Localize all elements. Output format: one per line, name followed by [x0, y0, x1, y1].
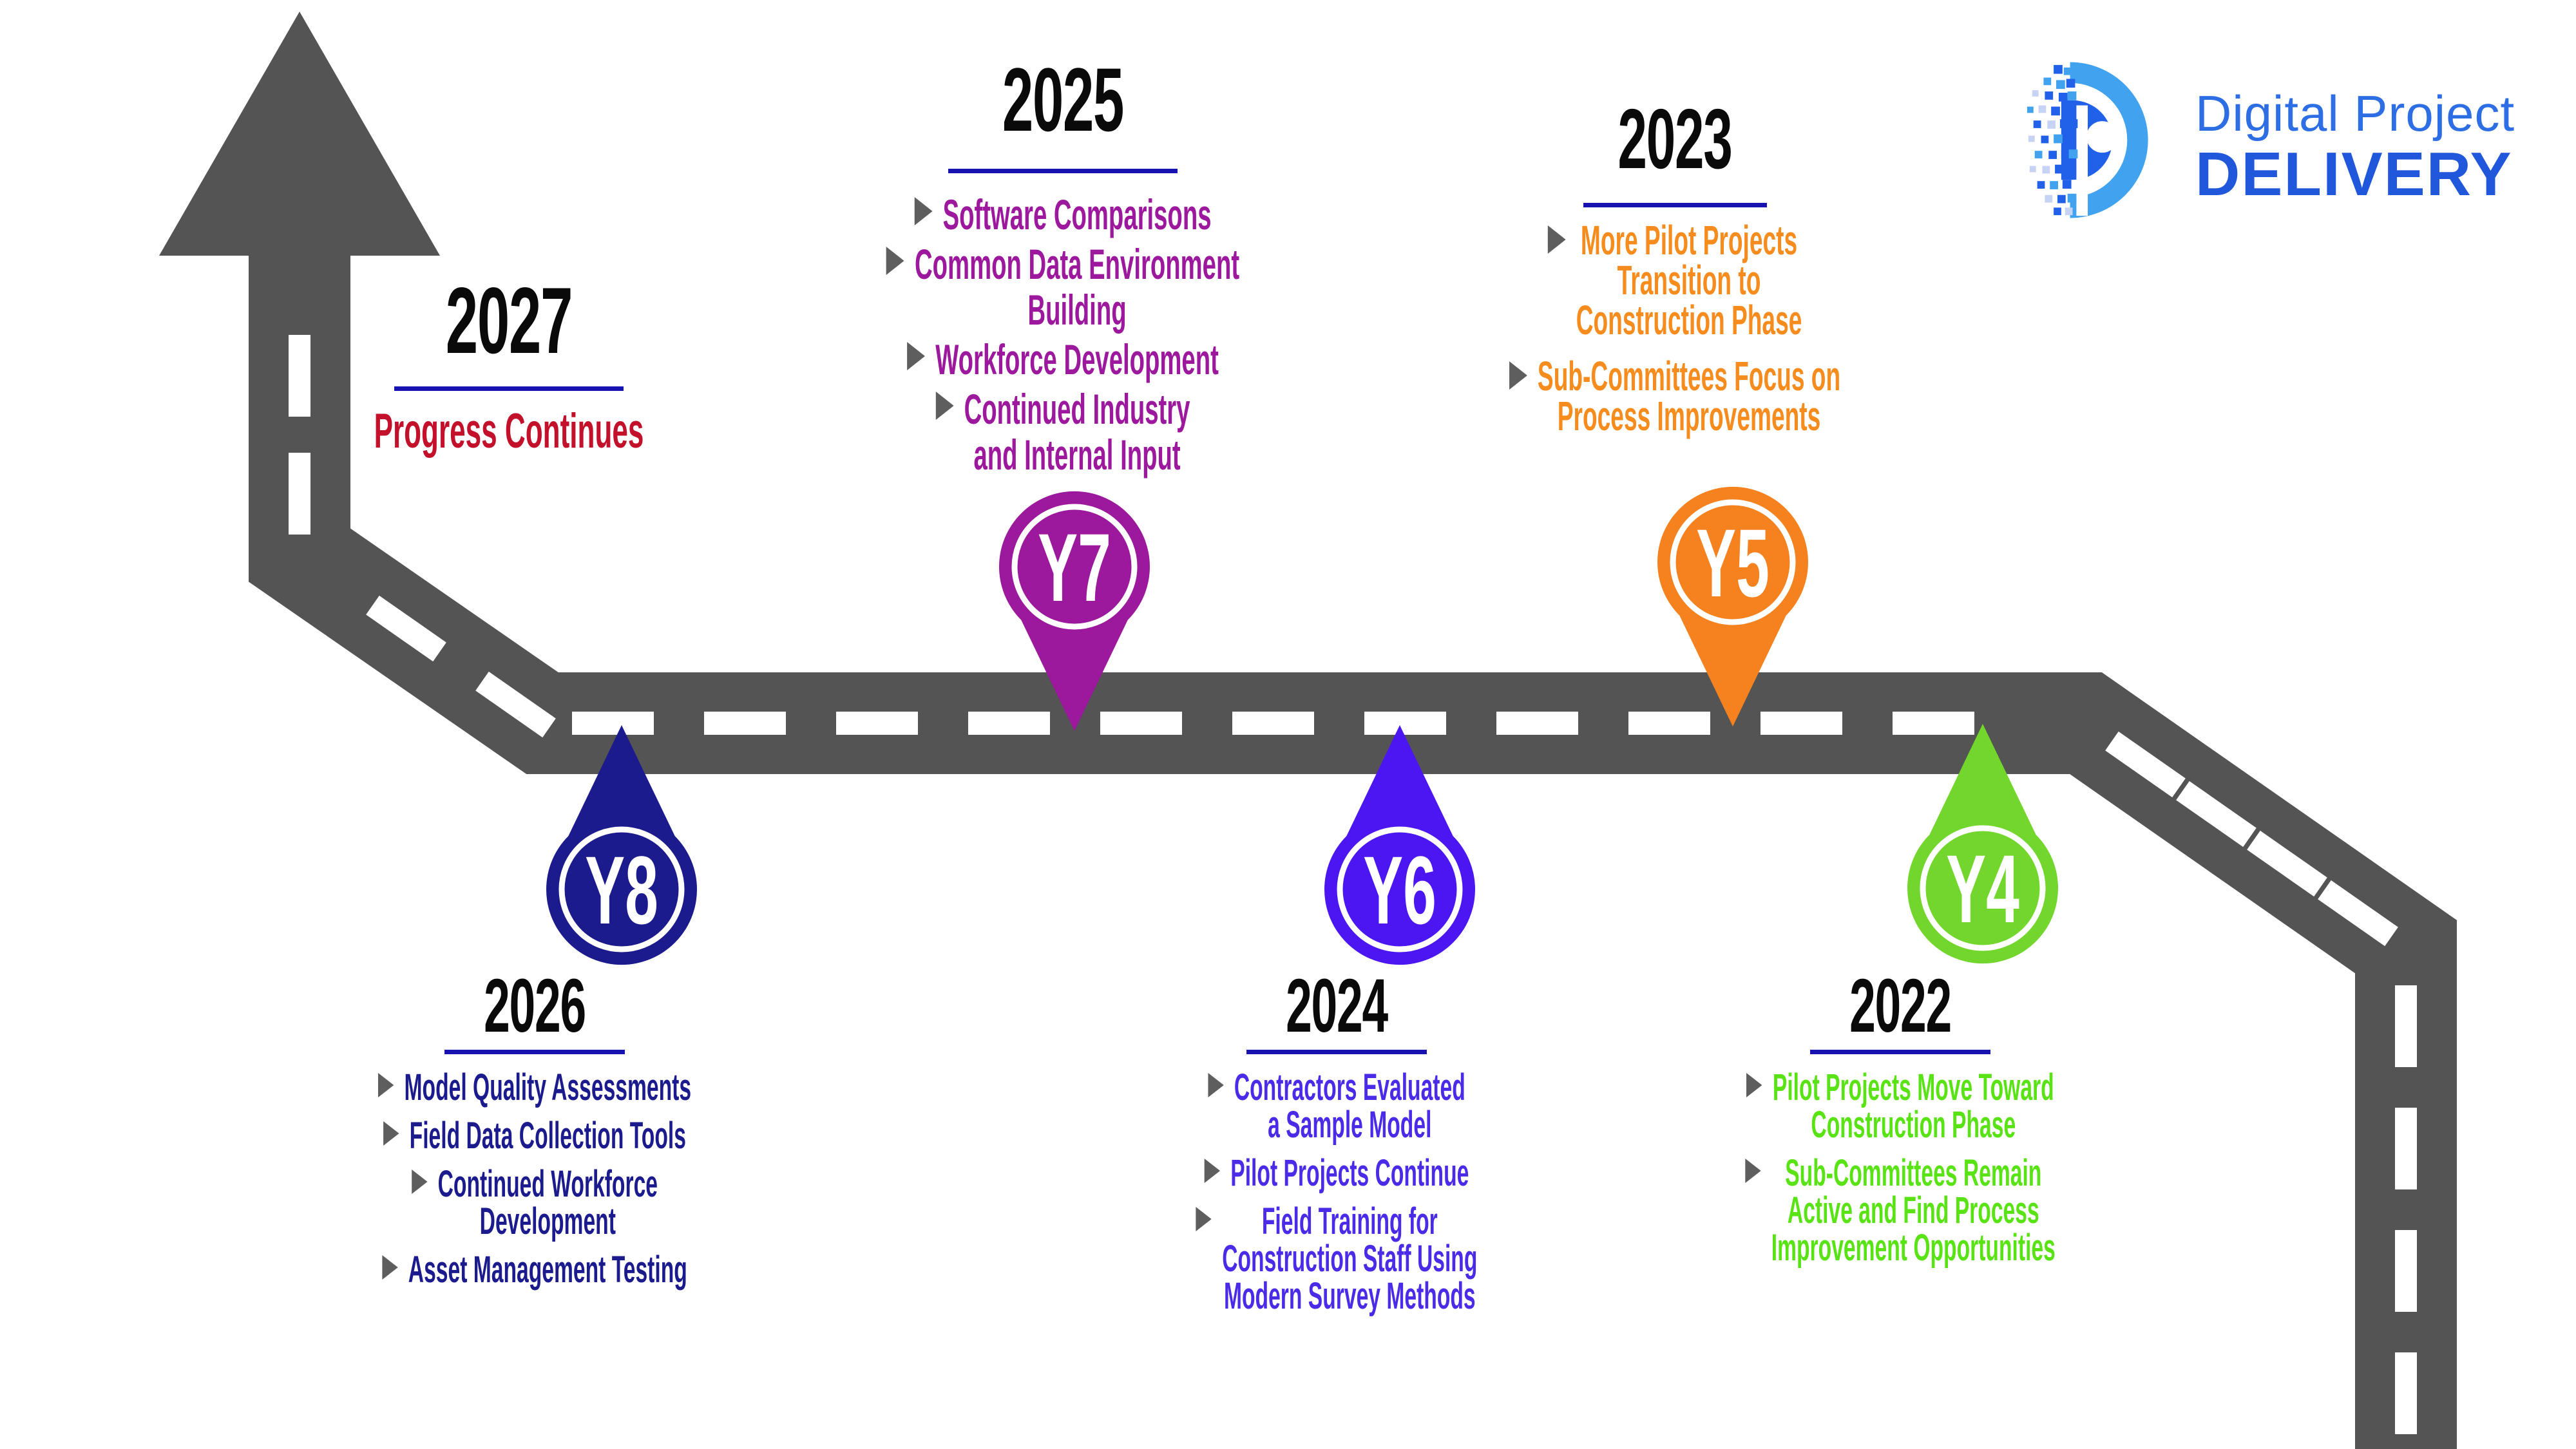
milestone-text: Common Data Environment Building [915, 240, 1240, 334]
milestone-item: Workforce Development [839, 337, 1287, 383]
milestone-item: Asset Management Testing [310, 1251, 759, 1289]
triangle-bullet-icon [1208, 1073, 1224, 1097]
milestone-item: Sub-Committees Focus on Process Improvem… [1451, 353, 1899, 439]
year-title: 2026 [484, 963, 586, 1048]
milestone-text: Continued Workforce Development [437, 1163, 658, 1242]
logo-text: Digital Project DELIVERY [2195, 88, 2515, 205]
milestone-text: More Pilot Projects Transition to Constr… [1576, 217, 1802, 343]
map-pin-y6: Y6 [1316, 715, 1484, 973]
year-title: 2023 [1617, 91, 1732, 186]
year-title: 2025 [1002, 49, 1124, 150]
milestone-text: Continued Industry and Internal Input [964, 385, 1190, 478]
pin-label: Y5 [1696, 509, 1770, 617]
milestone-text: Pilot Projects Continue [1230, 1152, 1469, 1194]
milestone-list: Pilot Projects Move Toward Construction … [1514, 1069, 2287, 1267]
milestone-text: Sub-Committees Focus on Process Improvem… [1537, 353, 1841, 439]
milestone-text: Workforce Development [935, 336, 1219, 383]
milestone-text: Software Comparisons [942, 191, 1212, 238]
milestone-item: Common Data Environment Building [839, 242, 1287, 333]
logo-line2: DELIVERY [2195, 140, 2513, 209]
map-pin-y4: Y4 [1899, 714, 2066, 972]
milestone-item: Continued Workforce Development [310, 1166, 759, 1240]
logo-digital-project-delivery: Digital Project DELIVERY [2026, 61, 2515, 219]
triangle-bullet-icon [1204, 1159, 1221, 1183]
milestone-item: Continued Industry and Internal Input [839, 386, 1287, 478]
title-underline [1583, 203, 1767, 207]
milestone-text: Model Quality Assessments [404, 1066, 692, 1108]
map-pin-y7: Y7 [991, 483, 1158, 741]
map-pin-y8: Y8 [538, 715, 705, 973]
road-lane-dashes [289, 335, 2417, 1434]
title-underline [394, 386, 624, 391]
milestone-list: More Pilot Projects Transition to Constr… [1288, 217, 2061, 439]
milestone-item: Field Training for Construction Staff Us… [1112, 1203, 1561, 1315]
triangle-bullet-icon [382, 1255, 398, 1280]
title-underline [444, 1050, 625, 1054]
triangle-bullet-icon [1196, 1207, 1212, 1231]
milestone-text: Field Training for Construction Staff Us… [1222, 1200, 1478, 1317]
pin-label: Y4 [1946, 835, 2019, 943]
milestone-item: Contractors Evaluated a Sample Model [1112, 1069, 1561, 1144]
triangle-bullet-icon [914, 197, 933, 225]
milestone-item: Software Comparisons [839, 192, 1287, 238]
milestone-list: Model Quality Assessments Field Data Col… [148, 1069, 921, 1289]
title-underline [948, 169, 1178, 173]
milestone-text: Contractors Evaluated a Sample Model [1234, 1066, 1465, 1146]
year-2025-block: 2025 Software Comparisons Common Data En… [676, 55, 1449, 482]
year-2026-block: 2026 Model Quality Assessments Field Dat… [148, 968, 921, 1300]
triangle-bullet-icon [1745, 1159, 1761, 1183]
triangle-bullet-icon [886, 247, 904, 275]
year-2027-block: 2027 Progress Continues [122, 274, 895, 456]
year-title: 2027 [445, 268, 573, 373]
pin-label: Y6 [1363, 837, 1436, 944]
milestone-item: More Pilot Projects Transition to Constr… [1451, 217, 1899, 343]
year-2023-block: 2023 More Pilot Projects Transition to C… [1288, 97, 2061, 452]
year-2022-block: 2022 Pilot Projects Move Toward Construc… [1514, 968, 2287, 1278]
milestone-item: Sub-Committees Remain Active and Find Pr… [1676, 1155, 2124, 1267]
triangle-bullet-icon [935, 392, 954, 420]
triangle-bullet-icon [1509, 361, 1527, 390]
arrow-head-icon [159, 12, 440, 256]
map-pin-y5: Y5 [1649, 478, 1817, 736]
milestone-list: Contractors Evaluated a Sample Model Pil… [950, 1069, 1723, 1315]
milestone-item: Pilot Projects Continue [1112, 1155, 1561, 1192]
year-2024-block: 2024 Contractors Evaluated a Sample Mode… [950, 968, 1723, 1326]
milestone-item: Field Data Collection Tools [310, 1117, 759, 1155]
year-title: 2022 [1849, 963, 1952, 1048]
triangle-bullet-icon [377, 1073, 394, 1097]
year-subtitle: Progress Continues [374, 404, 644, 459]
triangle-bullet-icon [383, 1121, 399, 1146]
milestone-text: Sub-Committees Remain Active and Find Pr… [1771, 1152, 2056, 1269]
milestone-text: Asset Management Testing [408, 1249, 687, 1291]
pixelated-D-icon [2027, 62, 2148, 218]
pin-label: Y8 [585, 837, 658, 944]
title-underline [1810, 1050, 1990, 1054]
milestone-text: Field Data Collection Tools [409, 1115, 686, 1157]
year-title: 2024 [1286, 963, 1388, 1048]
milestone-item: Model Quality Assessments [310, 1069, 759, 1106]
triangle-bullet-icon [1746, 1073, 1762, 1097]
pin-label: Y7 [1038, 514, 1111, 621]
triangle-bullet-icon [1547, 225, 1566, 254]
milestone-text: Pilot Projects Move Toward Construction … [1772, 1066, 2054, 1146]
milestone-item: Pilot Projects Move Toward Construction … [1676, 1069, 2124, 1144]
title-underline [1246, 1050, 1427, 1054]
milestone-list: Software Comparisons Common Data Environ… [676, 192, 1449, 478]
triangle-bullet-icon [411, 1170, 428, 1194]
logo-line1: Digital Project [2195, 85, 2515, 142]
triangle-bullet-icon [907, 342, 925, 370]
